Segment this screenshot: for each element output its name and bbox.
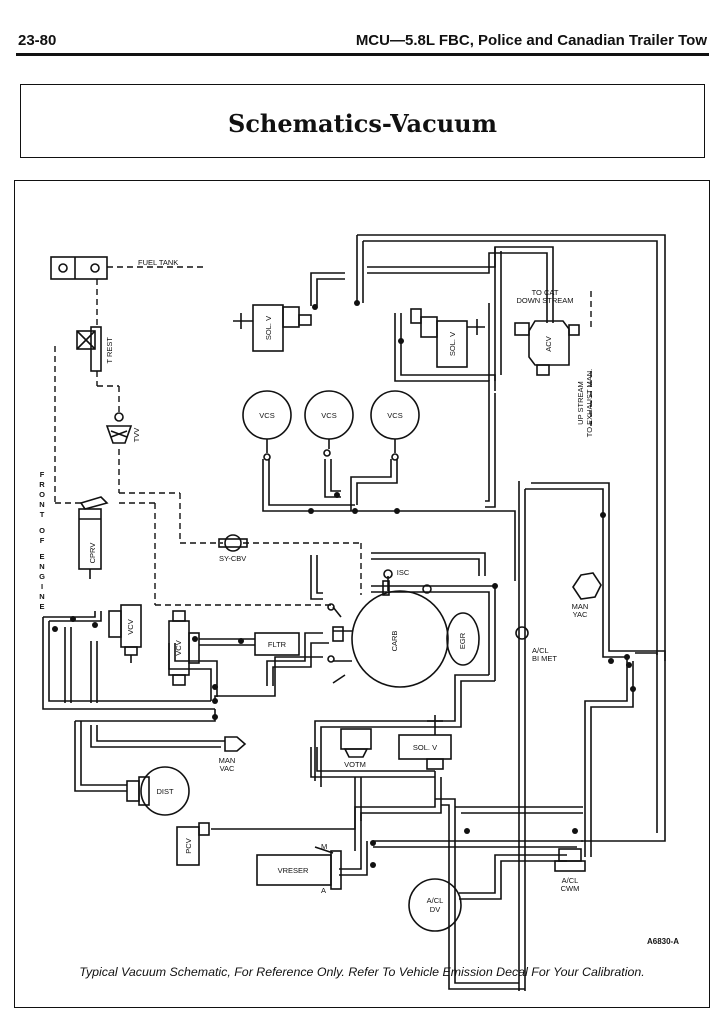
label-to-cat-1: TO CAT (532, 288, 559, 297)
schematic-svg: FUEL TANK T REST TVV CPRV SY-CBV VCS VCS… (39, 234, 666, 991)
vcv-left (108, 604, 142, 663)
label-acl-cwm-1: A/CL (562, 876, 579, 885)
isc-actuator (371, 580, 432, 596)
label-t-rest: T REST (105, 337, 114, 364)
label-fltr: FLTR (268, 640, 287, 649)
pcv-valve (176, 822, 210, 866)
label-man-vac-2: VAC (220, 764, 235, 773)
label-acl-bimet-2: BI MET (532, 654, 557, 663)
label-acv: ACV (544, 336, 553, 351)
man-yac (572, 572, 602, 600)
page-number: 23-80 (18, 32, 57, 49)
carb (327, 569, 449, 688)
label-sol-v-lower: SOL. V (413, 743, 437, 752)
label-to-cat-2: DOWN STREAM (516, 296, 573, 305)
label-cprv: CPRV (88, 543, 97, 564)
label-vcv-left: VCV (126, 619, 135, 634)
label-isc: ISC (397, 568, 410, 577)
label-acl-cwm-2: CWM (561, 884, 580, 893)
label-sy-cbv: SY-CBV (219, 554, 246, 563)
label-man-vac-1: MAN (219, 756, 236, 765)
label-vcs-1: VCS (259, 411, 274, 420)
title-box: Schematics-Vacuum (20, 84, 705, 158)
label-carb: CARB (390, 631, 399, 652)
label-sol-v-right: SOL. V (448, 332, 457, 356)
cprv-valve (78, 496, 109, 579)
label-acl-dv-1: A/CL (427, 896, 444, 905)
vapor-lines (54, 266, 592, 606)
acl-dv (408, 878, 462, 932)
acl-cwm (554, 848, 586, 872)
vacuum-hoses (42, 234, 666, 991)
label-pcv: PCV (184, 838, 193, 853)
label-votm: VOTM (344, 760, 366, 769)
junction-dots (52, 300, 636, 868)
egr-valve (446, 612, 480, 666)
label-dist: DIST (156, 787, 174, 796)
label-upstream-2: TO EXHAUST MAN. (585, 369, 594, 438)
header-rule (16, 53, 709, 56)
label-sol-v-left: SOL. V (264, 316, 273, 340)
label-vcs-3: VCS (387, 411, 402, 420)
label-fuel-tank: FUEL TANK (138, 258, 178, 267)
label-vreser: VRESER (278, 866, 309, 875)
sol-v-right (410, 308, 485, 368)
label-egr: EGR (458, 632, 467, 649)
vcs-switches (242, 390, 420, 461)
vcv-middle (168, 610, 255, 686)
figure-id: A6830-A (646, 937, 679, 946)
sy-cbv-valve (218, 534, 248, 552)
sol-v-lower (398, 715, 452, 770)
label-upstream-1: UP STREAM (576, 381, 585, 425)
label-acl-dv-2: DV (430, 905, 440, 914)
t-rest-valve (76, 326, 102, 372)
label-man-yac-1: MAN (572, 602, 589, 611)
fltr-filter (254, 632, 300, 656)
distributor (126, 766, 190, 816)
acv-valve (514, 320, 580, 376)
label-man-yac-2: YAC (573, 610, 588, 619)
vreser-reservoir (256, 846, 342, 890)
votm (340, 728, 372, 758)
tvv-valve (105, 412, 133, 444)
acl-bimet (515, 626, 529, 640)
label-vcs-2: VCS (321, 411, 336, 420)
man-vac (224, 736, 247, 752)
sol-v-left (233, 304, 312, 352)
label-acl-bimet-1: A/CL (532, 646, 549, 655)
vacuum-schematic: FUEL TANK T REST TVV CPRV SY-CBV VCS VCS… (14, 180, 710, 1008)
section-title: MCU—5.8L FBC, Police and Canadian Traile… (355, 32, 707, 49)
caption: Typical Vacuum Schematic, For Reference … (79, 965, 645, 979)
label-m: M (321, 842, 327, 851)
page-title: Schematics-Vacuum (227, 109, 498, 138)
fuel-tank-canister (50, 256, 108, 280)
label-vcv-middle: VCV (174, 640, 183, 655)
label-tvv: TVV (132, 428, 141, 443)
label-a: A (321, 886, 326, 895)
